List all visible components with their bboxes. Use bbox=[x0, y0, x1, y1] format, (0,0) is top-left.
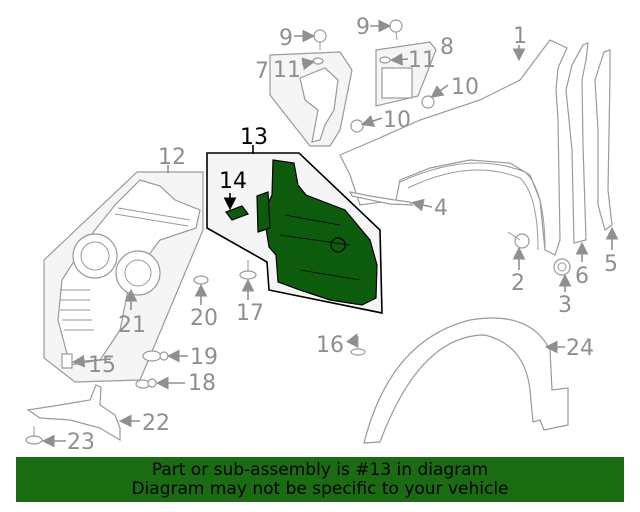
callout-23[interactable]: 23 bbox=[67, 430, 95, 455]
part-1-fender[interactable] bbox=[339, 39, 568, 256]
callout-11b[interactable]: 11 bbox=[408, 48, 436, 73]
part-5-seal[interactable] bbox=[594, 49, 613, 231]
part-11-washer-a[interactable] bbox=[312, 57, 324, 65]
part-18-screw[interactable] bbox=[135, 378, 157, 389]
callout-22[interactable]: 22 bbox=[142, 411, 170, 436]
part-23-screw[interactable] bbox=[25, 426, 43, 445]
callout-15[interactable]: 15 bbox=[88, 353, 116, 378]
part-7-bracket-group[interactable] bbox=[269, 51, 353, 147]
callout-2[interactable]: 2 bbox=[511, 271, 525, 296]
callout-13[interactable]: 13 bbox=[240, 125, 268, 150]
callout-19[interactable]: 19 bbox=[190, 345, 218, 370]
part-16-screw[interactable] bbox=[350, 336, 366, 356]
callout-11a[interactable]: 11 bbox=[273, 58, 301, 83]
notice-line-1: Part or sub-assembly is #13 in diagram bbox=[151, 460, 489, 480]
callout-5[interactable]: 5 bbox=[604, 252, 618, 277]
callout-9b[interactable]: 9 bbox=[356, 15, 370, 40]
notice-banner: Part or sub-assembly is #13 in diagram D… bbox=[16, 457, 624, 502]
part-15-clip[interactable] bbox=[61, 353, 73, 369]
part-20-clip[interactable] bbox=[193, 275, 209, 285]
callout-18[interactable]: 18 bbox=[188, 371, 216, 396]
part-21-cover[interactable] bbox=[115, 250, 161, 296]
callout-6[interactable]: 6 bbox=[575, 264, 589, 289]
callout-20[interactable]: 20 bbox=[190, 306, 218, 331]
callout-10b[interactable]: 10 bbox=[383, 108, 411, 133]
callout-3[interactable]: 3 bbox=[558, 293, 572, 318]
callout-21[interactable]: 21 bbox=[118, 313, 146, 338]
callout-9a[interactable]: 9 bbox=[279, 26, 293, 51]
part-10-nut-a[interactable] bbox=[421, 95, 435, 109]
callout-7[interactable]: 7 bbox=[255, 59, 269, 84]
callout-10a[interactable]: 10 bbox=[451, 75, 479, 100]
part-10-nut-b[interactable] bbox=[350, 119, 364, 133]
part-11-washer-b[interactable] bbox=[379, 56, 391, 64]
part-17-screw[interactable] bbox=[239, 260, 257, 280]
part-13-group[interactable] bbox=[206, 152, 383, 314]
callout-16[interactable]: 16 bbox=[316, 333, 344, 358]
part-2-pushpin[interactable] bbox=[507, 231, 530, 249]
callout-1[interactable]: 1 bbox=[513, 24, 527, 49]
notice-line-2: Diagram may not be specific to your vehi… bbox=[131, 479, 509, 499]
part-19-clip[interactable] bbox=[142, 350, 169, 362]
part-9-bolt-a[interactable] bbox=[313, 29, 327, 50]
callout-8[interactable]: 8 bbox=[440, 35, 454, 60]
callout-24[interactable]: 24 bbox=[566, 336, 594, 361]
part-22-bracket[interactable] bbox=[26, 384, 121, 442]
part-3-nut[interactable] bbox=[553, 258, 571, 276]
part-14-clip[interactable] bbox=[225, 205, 249, 221]
callout-17[interactable]: 17 bbox=[236, 301, 264, 326]
callout-4[interactable]: 4 bbox=[434, 196, 448, 221]
callout-14[interactable]: 14 bbox=[219, 169, 247, 194]
part-24-flare[interactable] bbox=[363, 317, 569, 444]
callout-12[interactable]: 12 bbox=[158, 145, 186, 170]
part-6-trim[interactable] bbox=[565, 42, 589, 244]
part-9-bolt-b[interactable] bbox=[389, 19, 403, 41]
